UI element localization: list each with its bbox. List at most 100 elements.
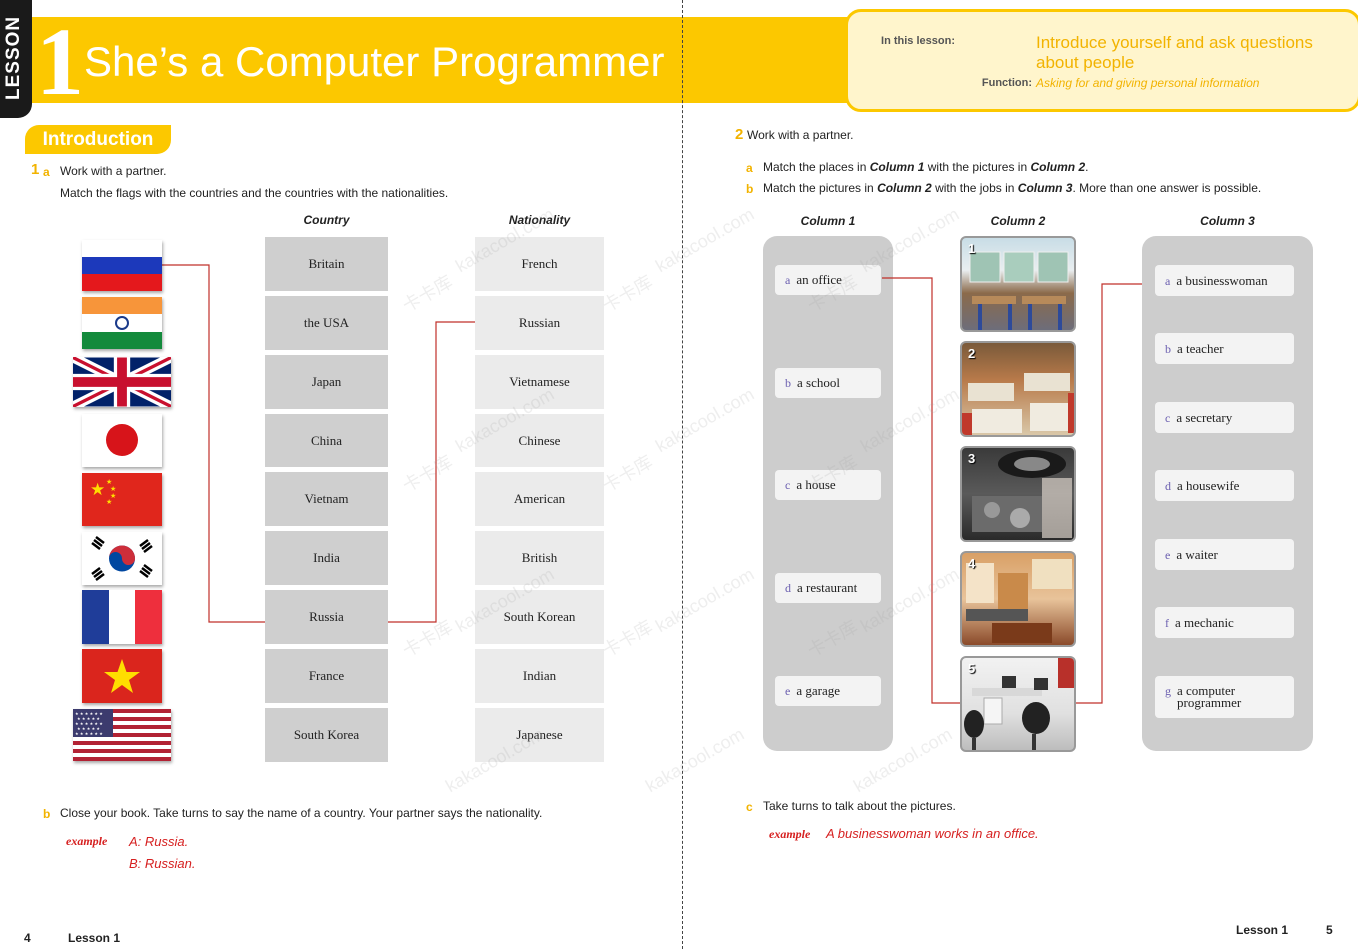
country-box: France xyxy=(265,649,388,703)
exercise-2a-letter: a xyxy=(746,161,753,175)
svg-text:★ ★ ★ ★ ★ ★: ★ ★ ★ ★ ★ ★ xyxy=(75,721,103,726)
page-number-right: 5 xyxy=(1326,923,1333,937)
vietnam-flag-icon xyxy=(82,649,162,703)
country-box: South Korea xyxy=(265,708,388,762)
exercise-1a-instruction-2: Match the flags with the countries and t… xyxy=(60,186,449,200)
country-box: Japan xyxy=(265,355,388,409)
example-line-2: A businesswoman works in an office. xyxy=(826,826,1039,841)
title-band xyxy=(32,17,684,103)
picture-number: 1 xyxy=(968,241,976,256)
exercise-1-number: 1 xyxy=(31,161,40,178)
picture-restaurant: 2 xyxy=(960,341,1076,437)
picture-office: 5 xyxy=(960,656,1076,752)
svg-text:★: ★ xyxy=(110,492,116,500)
exercise-2-instruction: Work with a partner. xyxy=(747,128,854,142)
svg-text:★ ★ ★ ★ ★ ★: ★ ★ ★ ★ ★ ★ xyxy=(75,731,103,736)
country-box: Vietnam xyxy=(265,472,388,526)
in-this-lesson-label: In this lesson: xyxy=(881,35,955,47)
exercise-1b-instruction: Close your book. Take turns to say the n… xyxy=(60,806,543,820)
example-line-a: A: Russia. xyxy=(129,834,189,849)
function-text: Asking for and giving personal informati… xyxy=(1036,76,1260,90)
nationality-box: Indian xyxy=(475,649,604,703)
exercise-2b-instruction: Match the pictures in Column 2 with the … xyxy=(763,181,1262,195)
exercise-1b-letter: b xyxy=(43,807,51,821)
svg-text:★: ★ xyxy=(106,498,112,506)
column-3-heading: Column 3 xyxy=(1200,214,1255,228)
country-column-heading: Country xyxy=(303,213,350,227)
uk-flag-icon xyxy=(73,357,171,407)
page-divider xyxy=(682,0,683,949)
svg-text:★: ★ xyxy=(110,485,116,493)
nationality-box: South Korean xyxy=(475,590,604,644)
picture-house: 4 xyxy=(960,551,1076,647)
nationality-box: British xyxy=(475,531,604,585)
footer-lesson-left: Lesson 1 xyxy=(68,931,121,945)
nationality-box: Vietnamese xyxy=(475,355,604,409)
picture-school: 1 xyxy=(960,236,1076,332)
section-title: Introduction xyxy=(25,125,171,154)
picture-garage: 3 xyxy=(960,446,1076,542)
country-box: Britain xyxy=(265,237,388,291)
picture-number: 2 xyxy=(968,346,976,361)
usa-flag-icon: ★ ★ ★ ★ ★ ★★ ★ ★ ★ ★★ ★ ★ ★ ★ ★★ ★ ★ ★ ★… xyxy=(73,709,171,761)
lesson-info-box: In this lesson: Introduce yourself and a… xyxy=(845,9,1358,112)
in-this-lesson-text-1: Introduce yourself and ask questions xyxy=(1036,33,1313,52)
china-flag-icon: ★ ★ ★ ★ ★ xyxy=(82,473,162,526)
example-label-2: example xyxy=(769,827,811,841)
answer-lines-2 xyxy=(882,277,1142,704)
exercise-2-number: 2 xyxy=(735,126,744,143)
south-korea-flag-icon xyxy=(82,532,162,585)
picture-number: 4 xyxy=(968,556,976,571)
answer-lines-1a xyxy=(162,264,475,623)
india-flag-icon xyxy=(82,297,162,349)
france-flag-icon xyxy=(82,590,162,644)
page-number-left: 4 xyxy=(24,931,31,945)
nationality-box: French xyxy=(475,237,604,291)
exercise-2c-letter: c xyxy=(746,800,753,814)
exercise-2c-instruction: Take turns to talk about the pictures. xyxy=(763,799,956,813)
column-1-heading: Column 1 xyxy=(800,214,856,228)
svg-text:★ ★ ★ ★ ★: ★ ★ ★ ★ ★ xyxy=(77,726,100,731)
picture-number: 5 xyxy=(968,661,976,676)
nationality-box: American xyxy=(475,472,604,526)
example-line-b: B: Russian. xyxy=(129,856,196,871)
exercise-1a-instruction-1: Work with a partner. xyxy=(60,164,167,178)
example-label: example xyxy=(66,834,108,848)
picture-number: 3 xyxy=(968,451,976,466)
nationality-column-heading: Nationality xyxy=(508,213,571,227)
country-box: India xyxy=(265,531,388,585)
in-this-lesson-text-2: about people xyxy=(1036,53,1135,72)
lesson-title: She’s a Computer Programmer xyxy=(84,38,665,85)
column-2-heading: Column 2 xyxy=(990,214,1046,228)
lesson-tab: LESSON xyxy=(0,0,32,118)
japan-flag-icon xyxy=(82,414,162,467)
nationality-box: Chinese xyxy=(475,414,604,467)
footer-lesson-right: Lesson 1 xyxy=(1236,923,1289,937)
nationality-box: Japanese xyxy=(475,708,604,762)
svg-text:★ ★ ★ ★ ★: ★ ★ ★ ★ ★ xyxy=(77,716,100,721)
russia-flag-icon xyxy=(82,240,162,291)
nationality-box: Russian xyxy=(475,296,604,350)
svg-text:★: ★ xyxy=(90,480,105,500)
svg-text:★ ★ ★ ★ ★ ★: ★ ★ ★ ★ ★ ★ xyxy=(75,711,103,716)
exercise-2a-instruction: Match the places in Column 1 with the pi… xyxy=(763,160,1089,174)
lesson-number: 1 xyxy=(36,8,84,115)
function-label: Function: xyxy=(981,77,1032,89)
country-box: China xyxy=(265,414,388,467)
exercise-2b-letter: b xyxy=(746,182,754,196)
exercise-1a-letter: a xyxy=(43,165,50,179)
country-box: Russia xyxy=(265,590,388,644)
country-box: the USA xyxy=(265,296,388,350)
